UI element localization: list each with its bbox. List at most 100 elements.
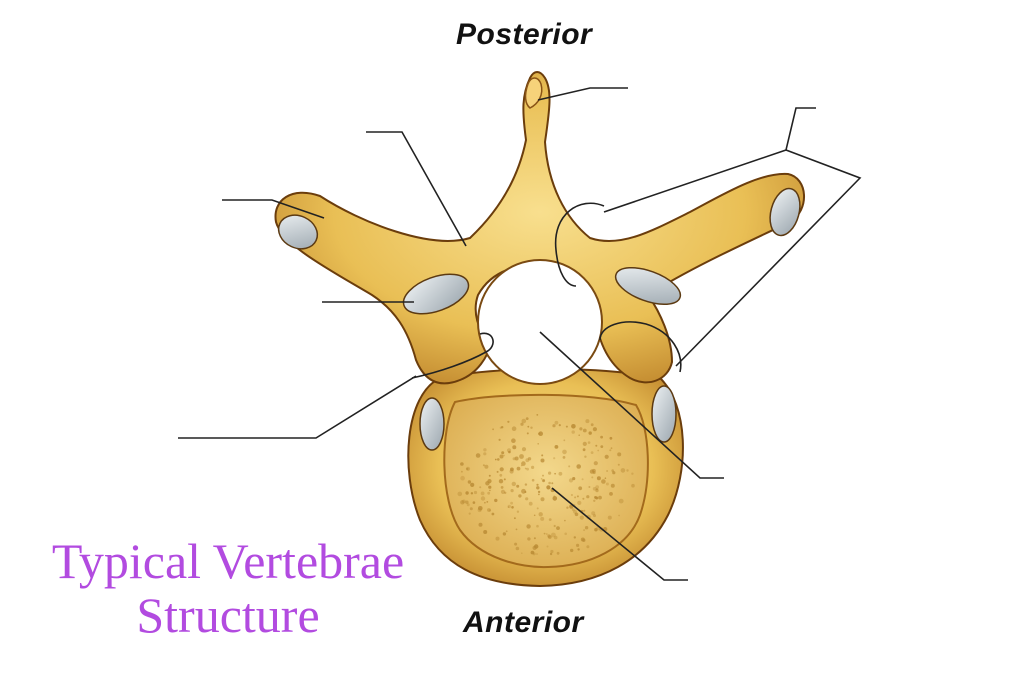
leader-bracket-to-lamina [603,149,787,213]
spongy-bone-pore [531,465,535,469]
spongy-bone-pore [536,483,539,486]
spongy-bone-pore [582,448,586,452]
spongy-bone-pore [550,549,554,554]
spongy-bone-pore [631,472,634,475]
spongy-bone-pore [503,478,506,481]
spongy-bone-pore [488,485,492,489]
left-transverse-costal-facet [277,214,319,250]
spongy-bone-pore [551,532,556,538]
spongy-bone-pore [609,436,613,440]
spongy-bone-pore [532,552,536,556]
spongy-bone-pore [592,468,596,473]
spongy-bone-pore [573,536,576,539]
spongy-bone-pore [462,499,466,504]
spongy-bone-pore [511,506,514,509]
spongy-bone-pore [510,467,514,472]
spongy-bone-pore [525,417,529,420]
spongy-bone-pore [570,493,574,497]
spongy-bone-pore [543,532,546,535]
spongy-bone-pore [489,489,491,492]
spongy-bone-pore [612,471,616,475]
vertebral-body [407,368,684,588]
spongy-bone-pore [521,447,527,452]
spongy-bone-pore [626,469,629,472]
spongy-bone-pore [564,532,567,536]
spongy-bone-pore [578,486,583,491]
spongy-bone-pore [504,491,507,494]
spongy-bone-pore [512,445,517,450]
spongy-bone-pore [468,512,471,515]
left-costal-facet [419,397,445,451]
leader-lamina [366,131,467,247]
spongy-bone-pore [579,427,583,431]
spongy-bone-pore [528,501,533,506]
spongy-bone-pore [546,485,551,490]
spongy-bone-pore [492,428,494,431]
spongy-bone-pore [514,456,519,461]
spongy-bone-pore [594,528,598,532]
spongy-bone-pore [548,481,551,485]
spongy-bone-pore [524,467,527,470]
spongy-bone-pore [527,457,532,461]
spongy-bone-pore [488,474,491,477]
spongy-bone-pore [609,449,612,452]
spongy-bone-pore [590,423,594,427]
spongy-bone-pore [577,500,582,505]
spongy-bone-pore [552,496,558,501]
spongy-bone-pore [597,449,600,452]
spongy-bone-pore [499,473,503,477]
spongy-bone-pore [466,503,470,507]
spongy-bone-pore [571,424,576,429]
spongy-bone-pore [577,548,580,551]
spongy-bone-pore [592,427,598,432]
spongy-bone-pore [548,518,552,521]
spongy-bone-pore [568,478,574,483]
anterior-label: Anterior [463,606,584,639]
spongy-bone-pore [582,497,585,500]
spongy-bone-pore [483,452,487,456]
spongy-bone-pore [508,450,511,454]
spongy-bone-pore [573,509,577,514]
spongy-bone-pore [487,479,492,484]
spongy-bone-pore [584,526,589,530]
spongy-bone-pore [617,463,620,466]
spongy-bone-pore [499,467,504,472]
spongy-bone-pore [586,545,590,549]
spongy-bone-pore [617,452,622,457]
spongy-bone-pore [505,530,508,533]
articular-facets [277,187,801,451]
spongy-bone-pore [585,419,590,424]
spongy-bone-pore [520,422,524,426]
spongy-bone-pore [514,542,518,546]
spongy-bone-pore [483,530,488,534]
spongy-bone-pore [552,424,556,428]
spongy-bone-pore [590,451,594,454]
spongy-bone-pore [516,510,520,513]
spongy-bone-pore [510,489,514,493]
spongy-bone-pore [467,480,472,484]
spongy-bone-pore [507,420,510,423]
spongy-bone-pore [502,532,507,536]
leader-pedicle [178,375,417,439]
leader-spinous-process [537,87,628,101]
spongy-bone-pore [551,482,554,485]
spongy-bone-pore [618,498,624,504]
spongy-bone-pore [540,516,545,521]
spongy-bone-pore [466,467,469,471]
spongy-bone-pore [532,545,537,551]
spongy-bone-pore [540,497,545,502]
spongy-bone-pore [582,428,587,433]
spongy-bone-pore [605,482,609,486]
spongy-bone-pore [536,414,539,416]
spongy-bone-pore [540,478,543,480]
leader-transverse-process [222,199,325,219]
spongy-bone-pore [506,448,512,453]
spongy-bone-pore [562,456,566,459]
spongy-bone-pore [581,478,584,481]
spongy-bone-pore [556,526,560,530]
spongy-bone-pore [524,491,527,493]
right-transverse-costal-facet [769,187,801,237]
spongy-bone-pore [460,475,465,481]
spongy-bone-pore [593,514,596,518]
spongy-bone-pore [565,425,568,428]
